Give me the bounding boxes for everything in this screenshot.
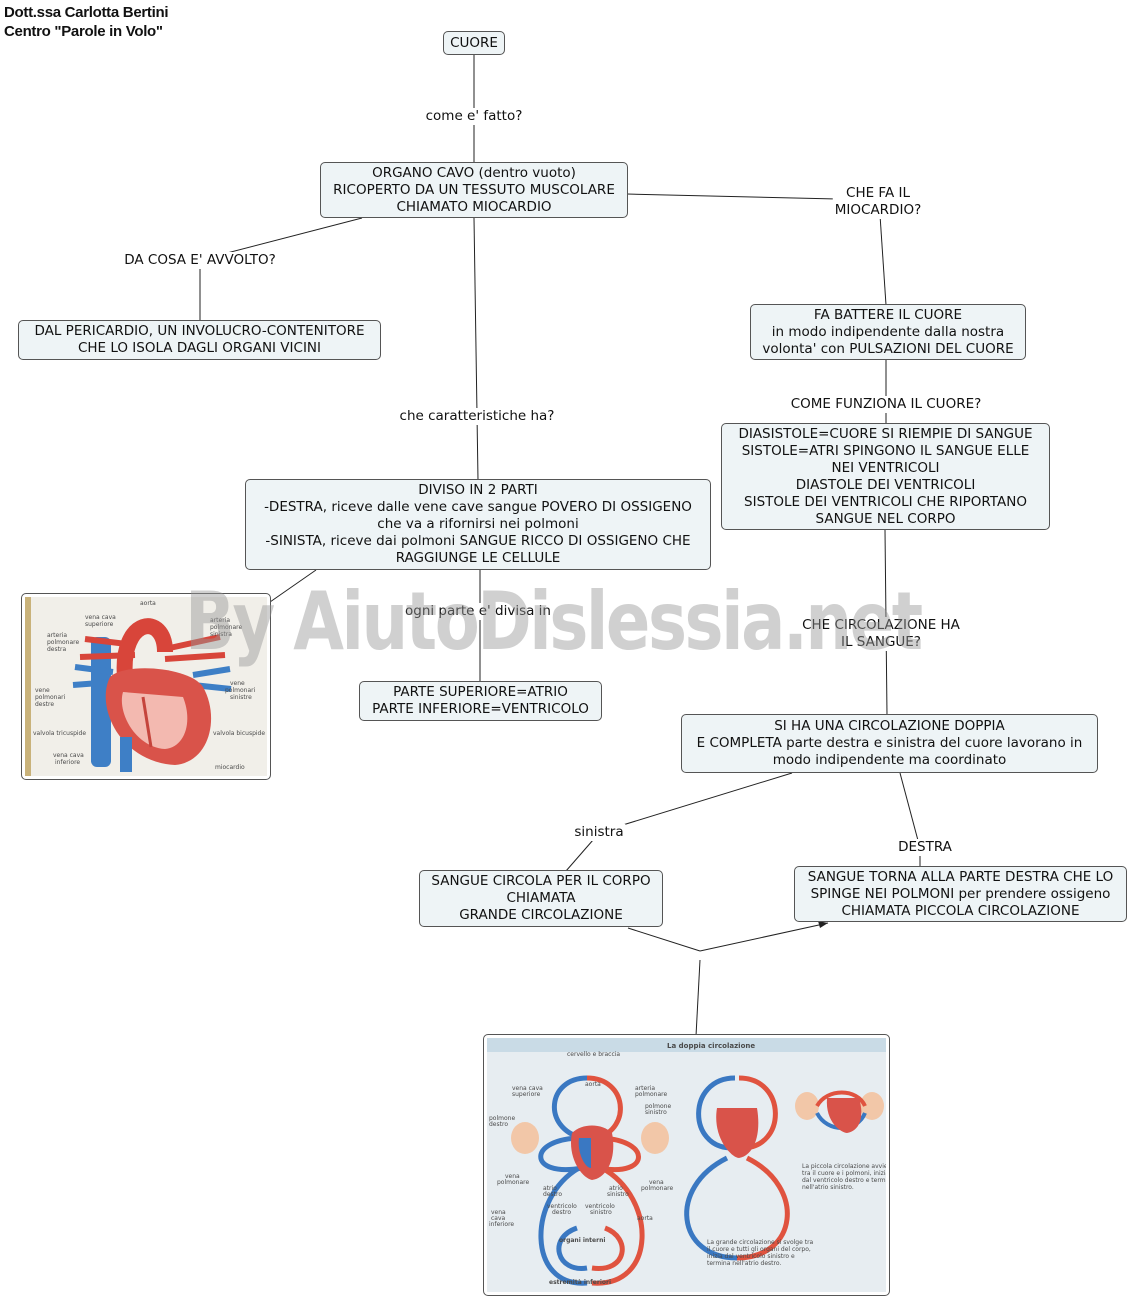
node-fa-battere[interactable]: FA BATTERE IL CUORE in modo indipendente… [750, 304, 1026, 360]
svg-text:superiore: superiore [512, 1091, 541, 1098]
svg-text:sinistre: sinistre [230, 694, 252, 701]
svg-text:organi interni: organi interni [559, 1237, 605, 1244]
node-atrio-ventricolo[interactable]: PARTE SUPERIORE=ATRIO PARTE INFERIORE=VE… [359, 681, 602, 721]
author-credit: Dott.ssa Carlotta Bertini Centro "Parole… [4, 4, 169, 40]
svg-text:tra il cuore e i polmoni, iniz: tra il cuore e i polmoni, inizia [802, 1170, 886, 1177]
svg-text:aorta: aorta [585, 1081, 601, 1088]
svg-text:sinistro: sinistro [645, 1109, 667, 1116]
label-destra: DESTRA [896, 839, 954, 856]
svg-text:polmone: polmone [489, 1115, 515, 1122]
svg-text:polmonari: polmonari [225, 687, 256, 694]
svg-text:ventricolo: ventricolo [547, 1203, 577, 1210]
svg-text:La piccola circolazione avvien: La piccola circolazione avviene [802, 1163, 886, 1170]
label-come-fatto: come e' fatto? [423, 108, 525, 125]
svg-text:polmonari: polmonari [35, 694, 66, 701]
svg-text:destre: destre [35, 701, 54, 708]
svg-text:vena: vena [649, 1179, 664, 1186]
svg-text:il cuore e tutti gli organi de: il cuore e tutti gli organi del corpo, [707, 1246, 811, 1253]
svg-text:polmonare: polmonare [47, 639, 79, 646]
label-che-circolazione: CHE CIRCOLAZIONE HA IL SANGUE? [800, 617, 962, 651]
svg-text:vena cava: vena cava [53, 752, 84, 759]
svg-text:polmonare: polmonare [210, 624, 242, 631]
node-organo-cavo[interactable]: ORGANO CAVO (dentro vuoto) RICOPERTO DA … [320, 162, 628, 218]
svg-text:inferiore: inferiore [489, 1221, 514, 1228]
label-ogni-parte-divisa: ogni parte e' divisa in [403, 603, 553, 620]
svg-text:vena: vena [505, 1173, 520, 1180]
svg-text:atrio: atrio [609, 1185, 623, 1192]
svg-text:valvola tricuspide: valvola tricuspide [33, 730, 86, 737]
svg-text:sinistro: sinistro [590, 1209, 612, 1216]
svg-text:La grande circolazione si svol: La grande circolazione si svolge tra [707, 1239, 814, 1246]
svg-text:ventricolo: ventricolo [585, 1203, 615, 1210]
svg-text:vena: vena [491, 1209, 506, 1216]
svg-text:cava: cava [491, 1215, 506, 1222]
label-da-cosa-avvolto: DA COSA E' AVVOLTO? [122, 252, 278, 269]
svg-text:superiore: superiore [85, 621, 114, 628]
svg-text:miocardio: miocardio [215, 764, 245, 771]
svg-text:sinistro: sinistro [607, 1191, 629, 1198]
node-grande-circolazione[interactable]: SANGUE CIRCOLA PER IL CORPO CHIAMATA GRA… [419, 870, 663, 927]
svg-text:polmonare: polmonare [641, 1185, 673, 1192]
node-sistole-diastole[interactable]: DIASISTOLE=CUORE SI RIEMPIE DI SANGUE SI… [721, 423, 1050, 530]
svg-text:valvola bicuspide: valvola bicuspide [213, 730, 265, 737]
label-sinistra: sinistra [572, 824, 626, 841]
node-circolazione-doppia[interactable]: SI HA UNA CIRCOLAZIONE DOPPIA E COMPLETA… [681, 714, 1098, 773]
svg-text:polmone: polmone [645, 1103, 671, 1110]
node-diviso-2-parti[interactable]: DIVISO IN 2 PARTI -DESTRA, riceve dalle … [245, 479, 711, 570]
svg-text:arteria: arteria [210, 617, 230, 624]
label-caratteristiche: che caratteristiche ha? [397, 408, 557, 425]
svg-text:destra: destra [47, 646, 66, 653]
svg-text:nell'atrio sinistro.: nell'atrio sinistro. [802, 1184, 854, 1191]
svg-text:cervello e braccia: cervello e braccia [567, 1051, 620, 1058]
svg-text:vena cava: vena cava [512, 1085, 543, 1092]
svg-text:arteria: arteria [635, 1085, 655, 1092]
svg-text:destro: destro [552, 1209, 571, 1216]
svg-text:termina nell'atrio destro.: termina nell'atrio destro. [707, 1260, 781, 1267]
svg-text:aorta: aorta [637, 1215, 653, 1222]
label-che-fa-miocardio: CHE FA IL MIOCARDIO? [832, 185, 924, 219]
svg-text:aorta: aorta [140, 600, 156, 607]
svg-text:polmonare: polmonare [635, 1091, 667, 1098]
svg-text:arteria: arteria [47, 632, 67, 639]
double-circulation-image: La doppia circolazione [483, 1034, 890, 1296]
node-cuore[interactable]: CUORE [443, 31, 505, 55]
svg-text:dal ventricolo destro e termin: dal ventricolo destro e termina [802, 1177, 886, 1184]
svg-text:La doppia circolazione: La doppia circolazione [667, 1042, 755, 1050]
node-piccola-circolazione[interactable]: SANGUE TORNA ALLA PARTE DESTRA CHE LO SP… [794, 866, 1127, 922]
svg-text:atrio: atrio [543, 1185, 557, 1192]
svg-text:sinistra: sinistra [210, 631, 232, 638]
svg-text:destro: destro [489, 1121, 508, 1128]
svg-text:vene: vene [35, 687, 50, 694]
svg-text:vene: vene [230, 680, 245, 687]
svg-text:destro: destro [543, 1191, 562, 1198]
svg-text:inizia dal ventricolo sinistro: inizia dal ventricolo sinistro e [707, 1253, 795, 1260]
svg-text:polmonare: polmonare [497, 1179, 529, 1186]
svg-text:inferiore: inferiore [55, 759, 80, 766]
svg-text:vena cava: vena cava [85, 614, 116, 621]
svg-text:estremità inferiori: estremità inferiori [549, 1279, 611, 1286]
label-come-funziona: COME FUNZIONA IL CUORE? [788, 396, 984, 413]
node-pericardio[interactable]: DAL PERICARDIO, UN INVOLUCRO-CONTENITORE… [18, 320, 381, 360]
